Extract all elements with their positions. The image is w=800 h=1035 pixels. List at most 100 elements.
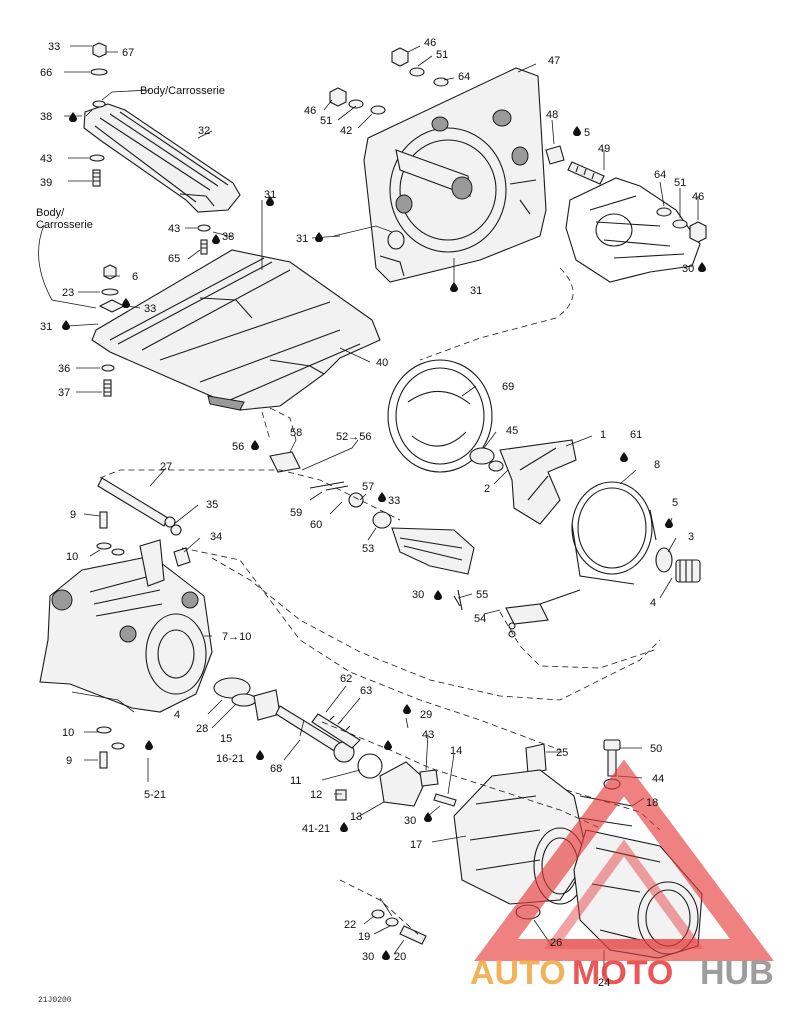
leader-lines-top-left bbox=[38, 45, 233, 309]
part-label: 35 bbox=[206, 499, 218, 511]
part-label: 31 bbox=[264, 189, 276, 201]
part-label: 56 bbox=[232, 441, 244, 453]
part-label: 5-21 bbox=[144, 789, 166, 801]
part-label: 42 bbox=[340, 125, 352, 137]
leader-lines-top-right bbox=[323, 45, 605, 170]
part-label: 66 bbox=[40, 67, 52, 79]
part-label: 5 bbox=[672, 497, 678, 509]
part-label: 25 bbox=[556, 747, 568, 759]
part-label: 64 bbox=[458, 71, 470, 83]
leader-lines-steering bbox=[289, 439, 501, 615]
part-label: 54 bbox=[474, 613, 486, 625]
part-label: 44 bbox=[652, 773, 664, 785]
part-label: 58 bbox=[290, 427, 302, 439]
part-label: 67 bbox=[122, 47, 134, 59]
part-label: 69 bbox=[502, 381, 514, 393]
pump-housing-assembly bbox=[39, 477, 281, 769]
part-label: 55 bbox=[476, 589, 488, 601]
part-label: 26 bbox=[550, 937, 562, 949]
part-label: 43 bbox=[168, 223, 180, 235]
part-label: 8 bbox=[654, 459, 660, 471]
part-label: 34 bbox=[210, 531, 222, 543]
part-label: 48 bbox=[546, 109, 558, 121]
part-label: 39 bbox=[40, 177, 52, 189]
part-label: 52→56 bbox=[336, 431, 371, 443]
part-label: 13 bbox=[350, 811, 362, 823]
part-label: 15 bbox=[220, 733, 232, 745]
part-label: 4 bbox=[174, 709, 180, 721]
drawing-code: 21J0200 bbox=[38, 996, 72, 1005]
leader-lines-bottom-center bbox=[283, 685, 562, 819]
part-label: 43 bbox=[40, 153, 52, 165]
part-label: 14 bbox=[450, 745, 462, 757]
part-label: 23 bbox=[62, 287, 74, 299]
part-label: 16-21 bbox=[216, 753, 244, 765]
part-label: 31 bbox=[296, 233, 308, 245]
watermark-triangle-inner bbox=[544, 839, 704, 949]
part-label: 3 bbox=[688, 531, 694, 543]
part-label: 31 bbox=[40, 321, 52, 333]
part-label: 28 bbox=[196, 723, 208, 735]
leader-lines-mid-left bbox=[67, 200, 371, 393]
part-label: 46 bbox=[692, 191, 704, 203]
watermark-triangle-outer bbox=[474, 759, 774, 961]
leader-lines-right bbox=[333, 181, 699, 284]
part-label: 18 bbox=[646, 797, 658, 809]
part-label: 45 bbox=[506, 425, 518, 437]
part-label: 12 bbox=[310, 789, 322, 801]
part-label: 33 bbox=[144, 303, 156, 315]
part-label: 6 bbox=[132, 271, 138, 283]
part-label: 11 bbox=[290, 775, 301, 787]
part-label: 30 bbox=[682, 263, 694, 275]
part-label: 36 bbox=[58, 363, 70, 375]
watermark-moto: MOTO bbox=[572, 954, 673, 992]
part-label: 65 bbox=[168, 253, 180, 265]
hull-plate-assembly bbox=[91, 249, 381, 411]
leader-lines-left bbox=[71, 467, 237, 782]
automotohub-watermark-logo: AUTO MOTO HUB bbox=[470, 759, 774, 992]
part-label: 30 bbox=[362, 951, 374, 963]
upper-support-assembly bbox=[83, 42, 241, 255]
part-label: 32 bbox=[198, 125, 210, 137]
steering-linkage-assembly bbox=[269, 451, 581, 638]
part-label: 31 bbox=[470, 285, 482, 297]
part-label: 41-21 bbox=[302, 823, 330, 835]
part-label: 29 bbox=[420, 709, 432, 721]
part-label: 5 bbox=[584, 127, 590, 139]
impeller-assembly bbox=[387, 359, 701, 585]
part-label: 51 bbox=[320, 115, 332, 127]
part-label: 60 bbox=[310, 519, 322, 531]
part-label: 46 bbox=[304, 105, 316, 117]
pump-intake-housing bbox=[329, 47, 605, 283]
part-label: 17 bbox=[410, 839, 422, 851]
part-label: 30 bbox=[412, 589, 424, 601]
part-label: 19 bbox=[358, 931, 370, 943]
part-label: 43 bbox=[422, 729, 434, 741]
part-label: 24 bbox=[598, 977, 610, 989]
watermark-auto: AUTO bbox=[470, 954, 566, 992]
part-label: 64 bbox=[654, 169, 666, 181]
part-label: 33 bbox=[388, 495, 400, 507]
part-label: 22 bbox=[344, 919, 356, 931]
part-label: 38 bbox=[222, 231, 234, 243]
part-label: 9 bbox=[66, 755, 72, 767]
part-label: 53 bbox=[362, 543, 374, 555]
part-label: 50 bbox=[650, 743, 662, 755]
part-label: 51 bbox=[674, 177, 686, 189]
part-label: 62 bbox=[340, 673, 352, 685]
part-label: 7→10 bbox=[222, 631, 251, 643]
part-label: 20 bbox=[394, 951, 406, 963]
part-label: 46 bbox=[424, 37, 436, 49]
part-label: 63 bbox=[360, 685, 372, 697]
part-label: 38 bbox=[40, 111, 52, 123]
part-label: 4 bbox=[650, 597, 656, 609]
jet-pump-assembly bbox=[565, 177, 707, 283]
part-label: 10 bbox=[62, 727, 74, 739]
body-label: Body/ bbox=[36, 207, 65, 219]
body-label: Body/Carrosserie bbox=[140, 85, 225, 97]
part-label: 30 bbox=[404, 815, 416, 827]
part-label: 68 bbox=[270, 763, 282, 775]
part-label: 27 bbox=[160, 461, 172, 473]
part-label: 9 bbox=[70, 509, 76, 521]
